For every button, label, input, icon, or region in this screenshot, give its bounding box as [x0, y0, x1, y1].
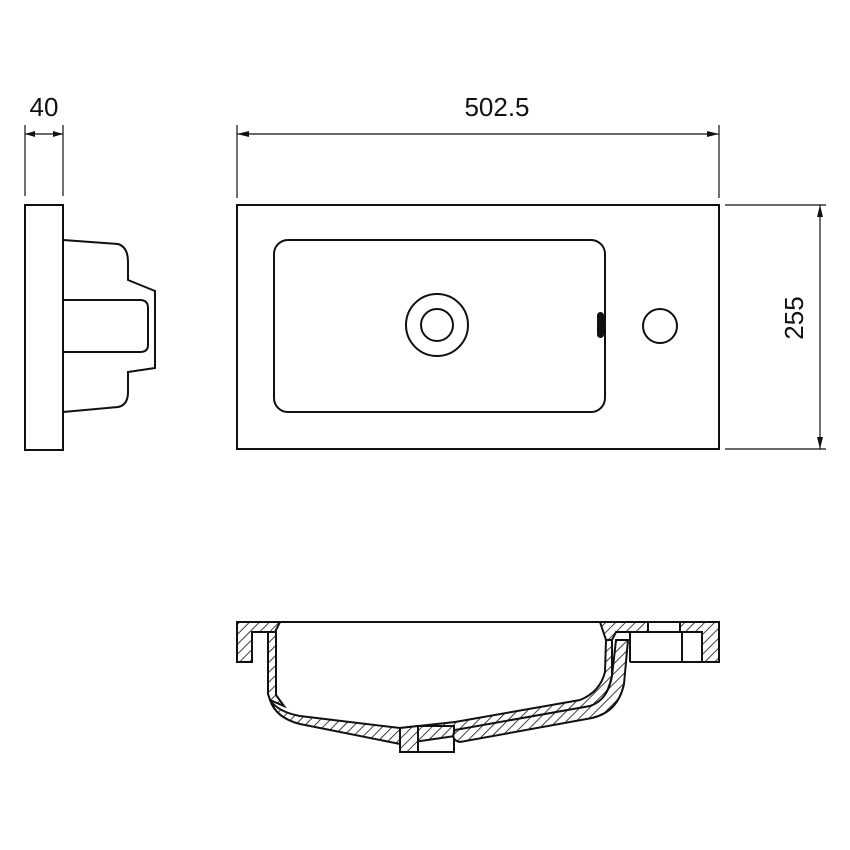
- thickness-dimension: 40: [24, 92, 64, 196]
- depth-label: 255: [779, 296, 809, 339]
- section-left-wall: [267, 631, 287, 709]
- tap-hole: [642, 308, 678, 344]
- width-label: 502.5: [464, 92, 529, 122]
- top-view: 502.5 255: [236, 92, 826, 450]
- overflow-slot: [597, 312, 604, 338]
- side-bowl-profile: [62, 239, 156, 413]
- section-overflow-channel: [452, 639, 630, 744]
- basin-bowl: [273, 239, 606, 413]
- section-view: [236, 621, 720, 753]
- depth-dimension: 255: [725, 204, 826, 450]
- side-slab: [24, 204, 64, 451]
- width-dimension: 502.5: [236, 92, 720, 198]
- waste-outlet-inner: [420, 308, 454, 342]
- basin-outline: [236, 204, 720, 450]
- side-view: 40: [24, 92, 156, 451]
- section-waste-spigot: [399, 724, 419, 753]
- thickness-label: 40: [30, 92, 59, 122]
- section-tap-hole: [647, 621, 681, 633]
- waste-outlet-outer: [405, 293, 469, 357]
- side-bowl-inner: [63, 299, 149, 353]
- section-bowl-shell: [269, 639, 613, 746]
